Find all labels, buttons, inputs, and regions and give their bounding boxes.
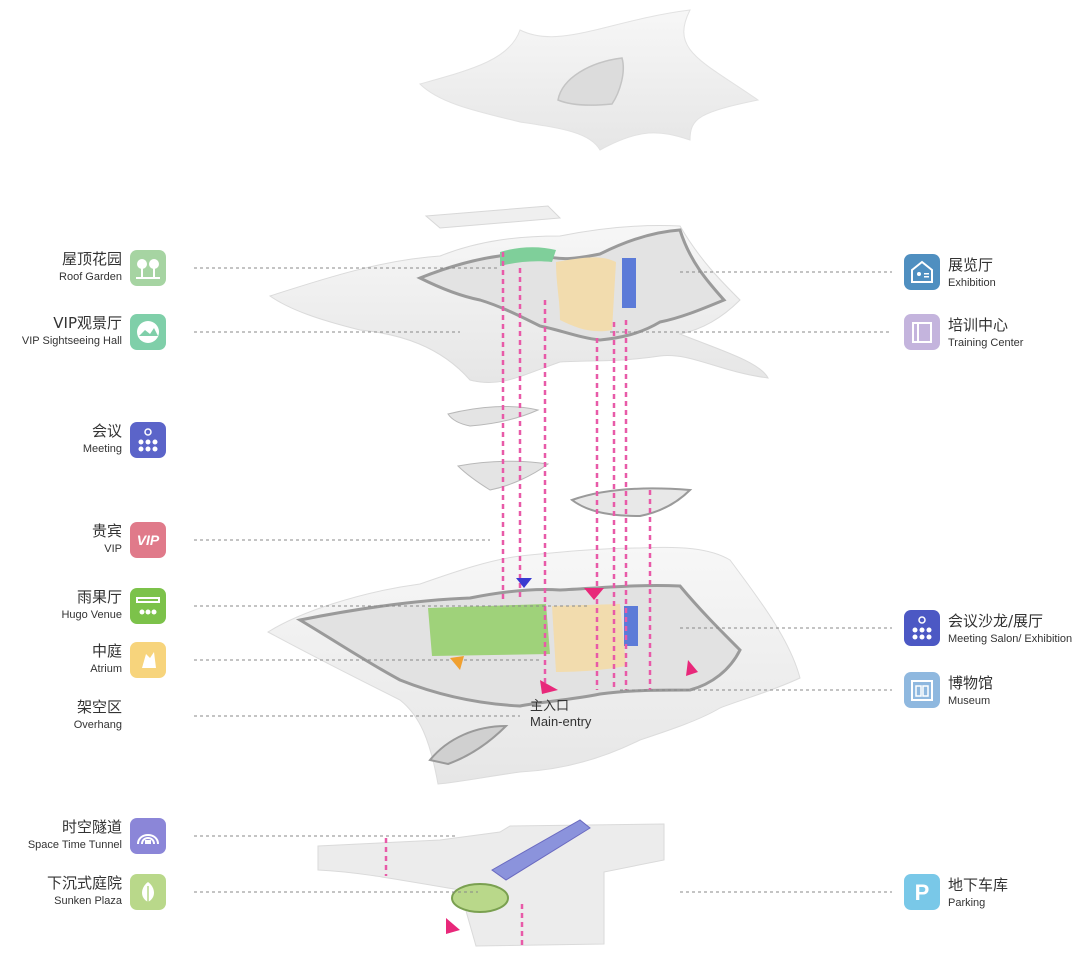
label-zh-right-1: 培训中心 [948, 316, 1009, 334]
label-en-right-1: Training Center [948, 337, 1024, 349]
upper-stair-core [622, 258, 636, 308]
sunken-plaza [451, 883, 509, 913]
label-zh-left-2: 会议 [91, 422, 122, 440]
stage-icon [130, 588, 166, 624]
label-zh-left-6: 架空区 [76, 698, 122, 716]
upper-exhibition-floor [556, 257, 616, 332]
meeting-icon [130, 422, 166, 458]
leader-lines [194, 267, 892, 893]
meeting-slab-lower [456, 460, 550, 491]
entry-label-zh: 主入口 [530, 698, 570, 713]
label-zh-right-3: 博物馆 [948, 674, 994, 692]
label-en-left-5: Atrium [90, 663, 122, 675]
upper-floor-fragment [424, 205, 562, 229]
entrance-arrows [446, 578, 698, 934]
label-zh-left-1: VIP观景厅 [53, 314, 122, 332]
vertical-circulation [384, 252, 652, 946]
label-zh-right-4: 地下车库 [948, 876, 1009, 894]
atrium-floor [552, 604, 626, 672]
label-en-left-7: Space Time Tunnel [27, 839, 122, 851]
svg-text:P: P [915, 880, 930, 905]
label-zh-left-3: 贵宾 [91, 522, 122, 540]
label-en-left-2: Meeting [82, 443, 122, 455]
museum-icon [904, 672, 940, 708]
salon-upper-slab [569, 487, 693, 518]
label-zh-left-0: 屋顶花园 [61, 250, 122, 268]
upper-garden-planter [500, 247, 556, 266]
label-en-right-0: Exhibition [948, 277, 996, 289]
leaf-icon [130, 874, 166, 910]
tunnel-icon [130, 818, 166, 854]
label-zh-left-5: 中庭 [91, 642, 122, 660]
roof-skylight-opening [557, 57, 624, 106]
label-en-left-3: VIP [104, 543, 122, 555]
atrium-icon [130, 642, 166, 678]
label-en-left-1: VIP Sightseeing Hall [21, 335, 122, 347]
tree-icon [130, 250, 166, 286]
vip-icon: VIP [130, 522, 166, 558]
label-zh-right-0: 展览厅 [948, 256, 994, 274]
entry-label-en: Main-entry [530, 714, 592, 729]
label-en-left-4: Hugo Venue [61, 609, 122, 621]
svg-text:VIP: VIP [137, 532, 160, 548]
space-time-tunnel [491, 819, 591, 881]
label-en-right-3: Museum [948, 695, 991, 707]
label-zh-right-2: 会议沙龙/展厅 [948, 612, 1044, 630]
label-en-right-2: Meeting Salon/ Exhibition [948, 633, 1073, 645]
overhang-opening [428, 724, 509, 766]
salon-icon [904, 610, 940, 646]
label-en-left-8: Sunken Plaza [54, 895, 122, 907]
label-zh-left-8: 下沉式庭院 [46, 874, 122, 892]
label-en-left-6: Overhang [73, 719, 122, 731]
meeting-slab-upper [447, 406, 540, 427]
hugo-venue-floor [428, 604, 550, 656]
label-zh-left-7: 时空隧道 [61, 818, 122, 836]
ground-stair-core [624, 606, 638, 646]
view-icon [130, 314, 166, 350]
label-en-left-0: Roof Garden [59, 271, 122, 283]
parking-icon: P [904, 874, 940, 910]
label-zh-left-4: 雨果厅 [76, 588, 122, 606]
book-icon [904, 314, 940, 350]
exhibition-icon [904, 254, 940, 290]
label-en-right-4: Parking [948, 897, 986, 909]
